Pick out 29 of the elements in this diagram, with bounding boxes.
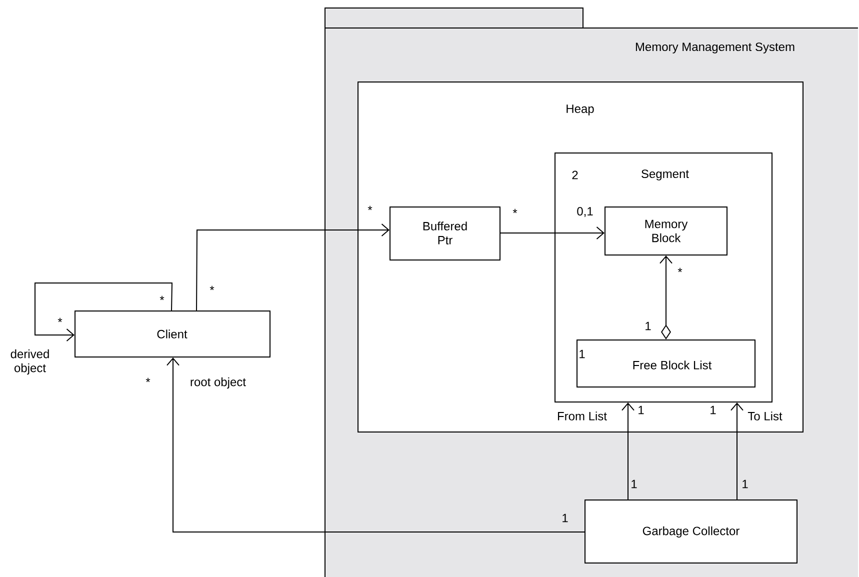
class-box: 1 Free Block List — [576, 340, 756, 388]
multiplicity-label: 0,1 — [577, 207, 593, 217]
multiplicity-label: * — [678, 268, 682, 272]
class-box: Garbage Collector — [584, 500, 798, 564]
multiplicity-label: * — [146, 378, 150, 382]
multiplicity-label: * — [160, 296, 164, 300]
multiplicity-label: 1 — [742, 480, 748, 488]
multiplicity-label: * — [368, 206, 372, 210]
edge-label: root object — [190, 377, 246, 389]
class-box: Client — [74, 310, 270, 358]
edge-label: To List — [748, 412, 782, 420]
association-arrow — [730, 402, 744, 500]
multiplicity-label: 1 — [632, 480, 637, 488]
association-arrow — [196, 224, 390, 311]
edge-label: From List — [558, 412, 607, 420]
multiplicity-label: 1 — [638, 406, 644, 414]
class-box: Memory Block — [604, 206, 728, 256]
multiplicity-label: * — [512, 208, 518, 214]
multiplicity-label: * — [58, 318, 62, 322]
edge-label: derived object — [10, 349, 49, 375]
association-arrow — [34, 282, 173, 342]
association-arrow — [166, 358, 585, 532]
multiplicity-label: 1 — [562, 514, 568, 522]
association-arrow — [500, 226, 604, 240]
association-arrow — [622, 402, 634, 500]
multiplicity-label: 1 — [710, 406, 716, 414]
class-box: Buffered Ptr — [390, 206, 500, 260]
multiplicity-label: * — [210, 286, 214, 290]
association-arrow — [660, 256, 672, 340]
